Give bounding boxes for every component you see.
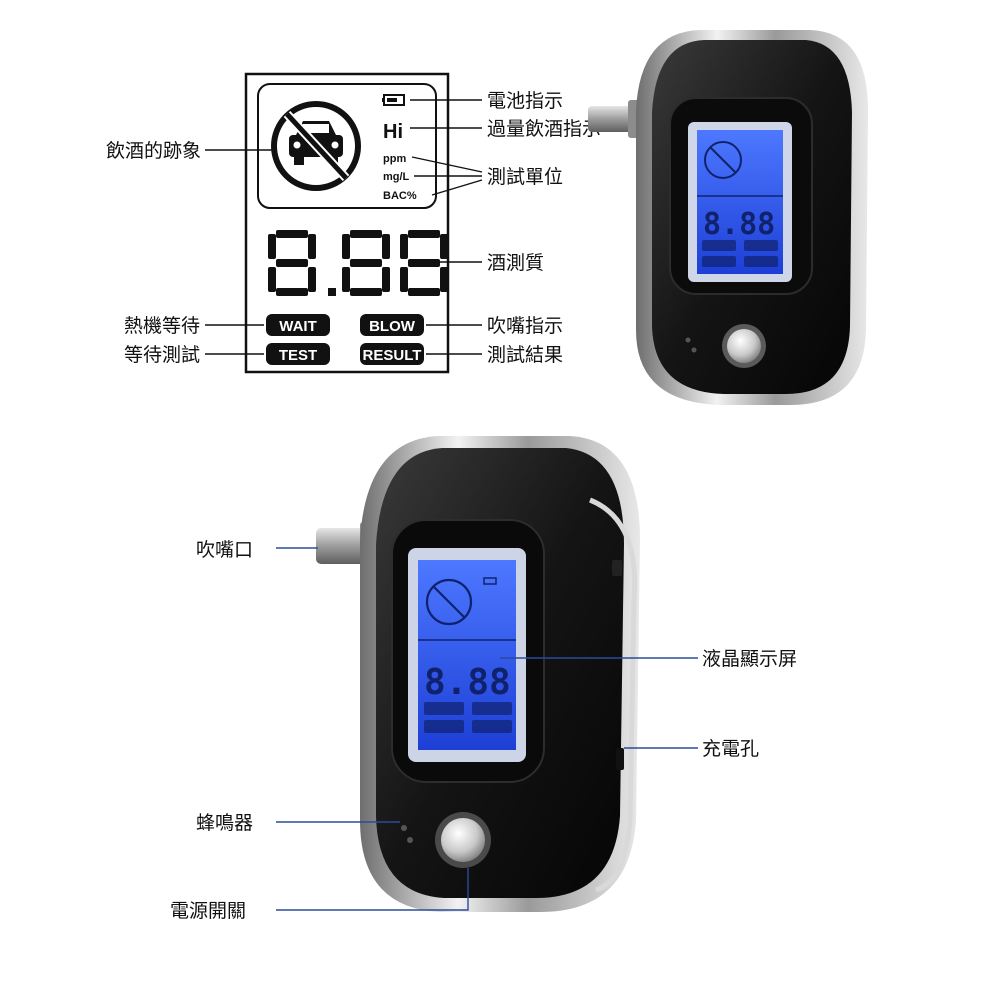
segment-e bbox=[400, 267, 408, 292]
label-blow: 吹嘴指示 bbox=[487, 315, 563, 337]
segment-a bbox=[276, 230, 308, 238]
svg-text:TEST: TEST bbox=[279, 347, 317, 364]
battery-icon bbox=[382, 94, 405, 106]
segment-d bbox=[350, 288, 382, 296]
device-small: 8.88 bbox=[588, 30, 868, 405]
segment-f bbox=[342, 234, 350, 259]
indicator-result: RESULT bbox=[360, 343, 424, 365]
device-callouts: 吹嘴口 液晶顯示屏 充電孔 蜂鳴器 電源開關 bbox=[170, 539, 797, 922]
segment-f bbox=[400, 234, 408, 259]
panel-callouts: 飲酒的跡象 電池指示 過量飲酒指示 測試單位 酒測質 熱機等待 吹嘴指示 等待測… bbox=[106, 90, 601, 366]
indicator-test: TEST bbox=[266, 343, 330, 365]
device-small-power-button bbox=[727, 329, 761, 363]
segment-g bbox=[276, 259, 308, 267]
segment-e bbox=[342, 267, 350, 292]
segment-d bbox=[408, 288, 440, 296]
label-units: 測試單位 bbox=[487, 166, 563, 188]
segment-b bbox=[308, 234, 316, 259]
hi-indicator: Hi bbox=[383, 121, 403, 143]
device-small-screen-icon bbox=[704, 141, 742, 179]
segment-a bbox=[350, 230, 382, 238]
unit-bac: BAC% bbox=[383, 190, 417, 202]
indicator-wait: WAIT bbox=[266, 314, 330, 336]
device-small-screen-pills bbox=[702, 240, 778, 267]
indicator-blow: BLOW bbox=[360, 314, 424, 336]
device-large-power-button bbox=[441, 818, 485, 862]
panel-upper-frame bbox=[257, 83, 437, 209]
device-large-screen-pills bbox=[424, 702, 512, 733]
reading-value: 8.88 bbox=[0, 0, 3, 1]
lcd-panel-diagram: Hi ppm mg/L BAC% 8.88 WAIT BLOW TEST RES… bbox=[0, 0, 450, 374]
svg-text:RESULT: RESULT bbox=[363, 347, 422, 364]
segment-c bbox=[382, 267, 390, 292]
segment-e bbox=[268, 267, 276, 292]
svg-text:WAIT: WAIT bbox=[279, 318, 317, 335]
mouthpiece-tube-large bbox=[316, 528, 372, 564]
segment-g bbox=[350, 259, 382, 267]
device-small-reading: 8.88 bbox=[703, 207, 775, 242]
label-mouthpiece: 吹嘴口 bbox=[196, 539, 253, 561]
label-over-limit: 過量飲酒指示 bbox=[487, 118, 601, 140]
segment-b bbox=[440, 234, 448, 259]
segment-c bbox=[308, 267, 316, 292]
no-drink-drive-icon bbox=[271, 101, 361, 191]
unit-ppm: ppm bbox=[383, 153, 406, 165]
segment-c bbox=[440, 267, 448, 292]
mouthpiece-tube-small bbox=[588, 106, 638, 132]
label-warmup: 熱機等待 bbox=[124, 315, 200, 337]
label-buzzer: 蜂鳴器 bbox=[196, 812, 253, 834]
seven-segment-reading bbox=[268, 230, 448, 296]
segment-a bbox=[408, 230, 440, 238]
label-alcohol: 酒測質 bbox=[487, 252, 544, 274]
device-large-screen bbox=[418, 560, 516, 750]
device-large-reading: 8.88 bbox=[424, 662, 511, 703]
label-lcd: 液晶顯示屏 bbox=[702, 648, 797, 670]
label-power: 電源開關 bbox=[170, 900, 246, 922]
segment-g bbox=[408, 259, 440, 267]
label-result: 測試結果 bbox=[487, 344, 563, 366]
label-charge: 充電孔 bbox=[702, 738, 759, 760]
label-drink-sign: 飲酒的跡象 bbox=[106, 140, 201, 162]
label-wait-test: 等待測試 bbox=[124, 344, 200, 366]
label-battery: 電池指示 bbox=[487, 90, 563, 112]
svg-text:BLOW: BLOW bbox=[369, 318, 416, 335]
segment-b bbox=[382, 234, 390, 259]
segment-f bbox=[268, 234, 276, 259]
segment-decimal-point bbox=[328, 288, 336, 296]
device-large: 8.88 bbox=[316, 436, 640, 912]
segment-d bbox=[276, 288, 308, 296]
device-large-screen-icon bbox=[425, 578, 473, 626]
unit-mgl: mg/L bbox=[383, 171, 410, 183]
